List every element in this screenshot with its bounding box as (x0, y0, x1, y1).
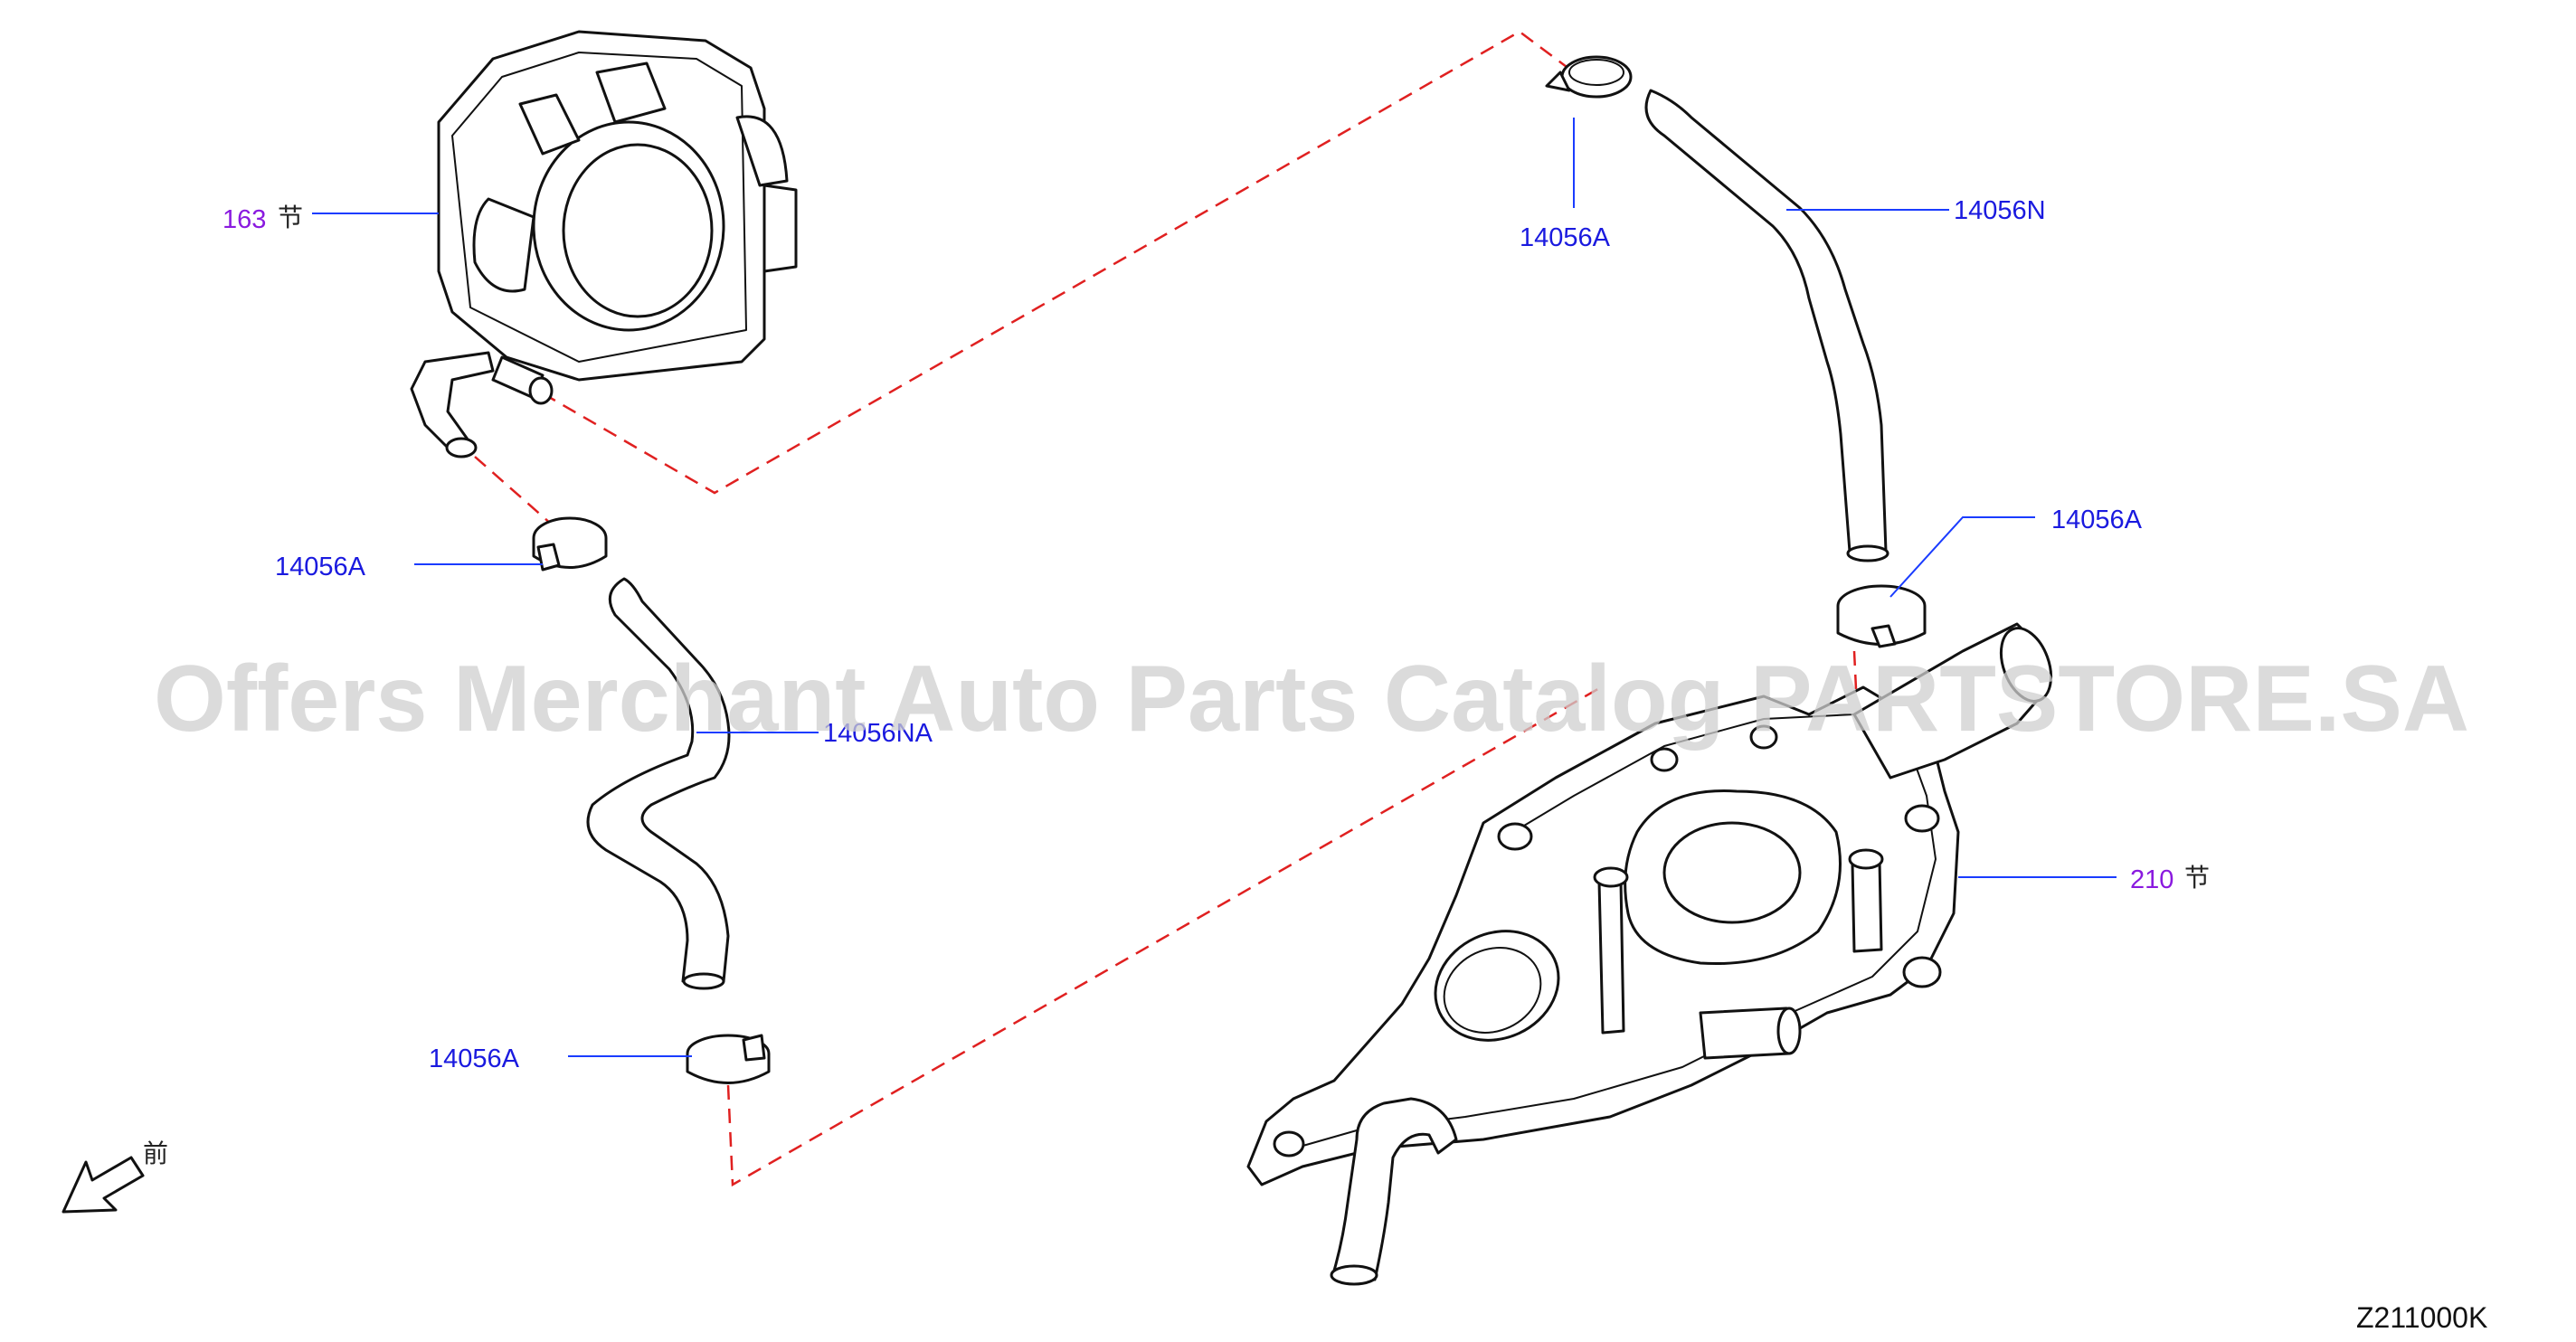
hose-clamp-right-mid[interactable] (1836, 584, 1927, 648)
callout-hose-upper-right[interactable]: 14056N (1954, 196, 2046, 225)
hose-upper-right[interactable] (1644, 89, 1889, 562)
callout-clamp-right-mid[interactable]: 14056A (2051, 506, 2143, 534)
water-outlet-housing[interactable] (1246, 621, 2060, 1286)
front-arrow-icon (62, 1156, 145, 1214)
callout-clamp-upper-right[interactable]: 14056A (1520, 223, 1611, 252)
hose-clamp-left-upper[interactable] (532, 516, 608, 572)
drawing-id: Z211000K (2356, 1301, 2487, 1334)
callout-water-outlet-mark: 节 (2184, 863, 2210, 893)
hose-clamp-upper-right[interactable] (1545, 55, 1633, 99)
watermark: Offers Merchant Auto Parts Catalog PARTS… (154, 647, 2469, 751)
hose-left[interactable] (586, 577, 731, 990)
callout-clamp-left-lower[interactable]: 14056A (429, 1044, 520, 1073)
front-label: 前 (143, 1139, 168, 1168)
front-direction-indicator: 前 (62, 1139, 168, 1214)
callout-throttle-body-mark: 节 (278, 203, 303, 232)
throttle-body[interactable] (410, 30, 798, 458)
leader-lines (312, 118, 2117, 1057)
callout-labels: 163 节 14056A 14056N 14056A 14056A 14056N… (223, 196, 2210, 1073)
callout-hose-left[interactable]: 14056NA (823, 719, 933, 748)
callout-water-outlet-ref[interactable]: 210 (2130, 865, 2174, 894)
callout-throttle-body-ref[interactable]: 163 (223, 205, 266, 234)
callout-clamp-left-upper[interactable]: 14056A (275, 553, 366, 581)
hose-clamp-left-lower[interactable] (686, 1034, 771, 1084)
